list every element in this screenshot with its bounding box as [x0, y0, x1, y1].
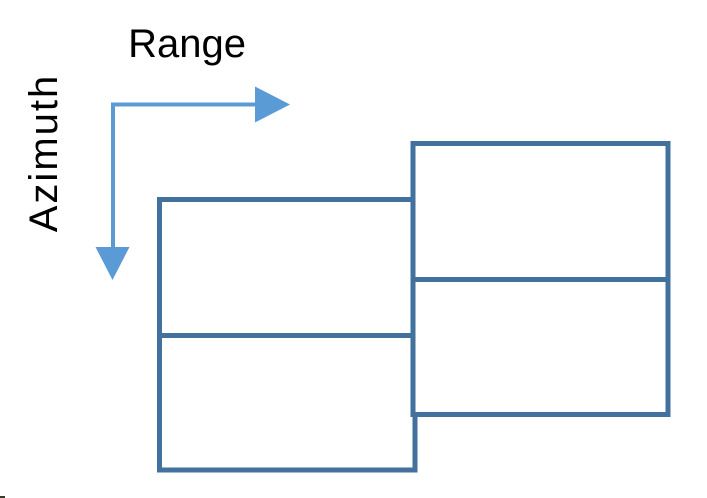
axes-elbow-line [111, 102, 256, 248]
stray-mark [0, 496, 5, 498]
axes-arrows [95, 86, 290, 280]
range-arrowhead-icon [255, 86, 290, 123]
range-axis-label: Range [128, 22, 246, 66]
burst-box-left [157, 197, 418, 473]
burst-box-right [410, 141, 671, 417]
azimuth-axis-label: Azimuth [22, 74, 66, 233]
azimuth-arrowhead-icon [95, 247, 130, 280]
